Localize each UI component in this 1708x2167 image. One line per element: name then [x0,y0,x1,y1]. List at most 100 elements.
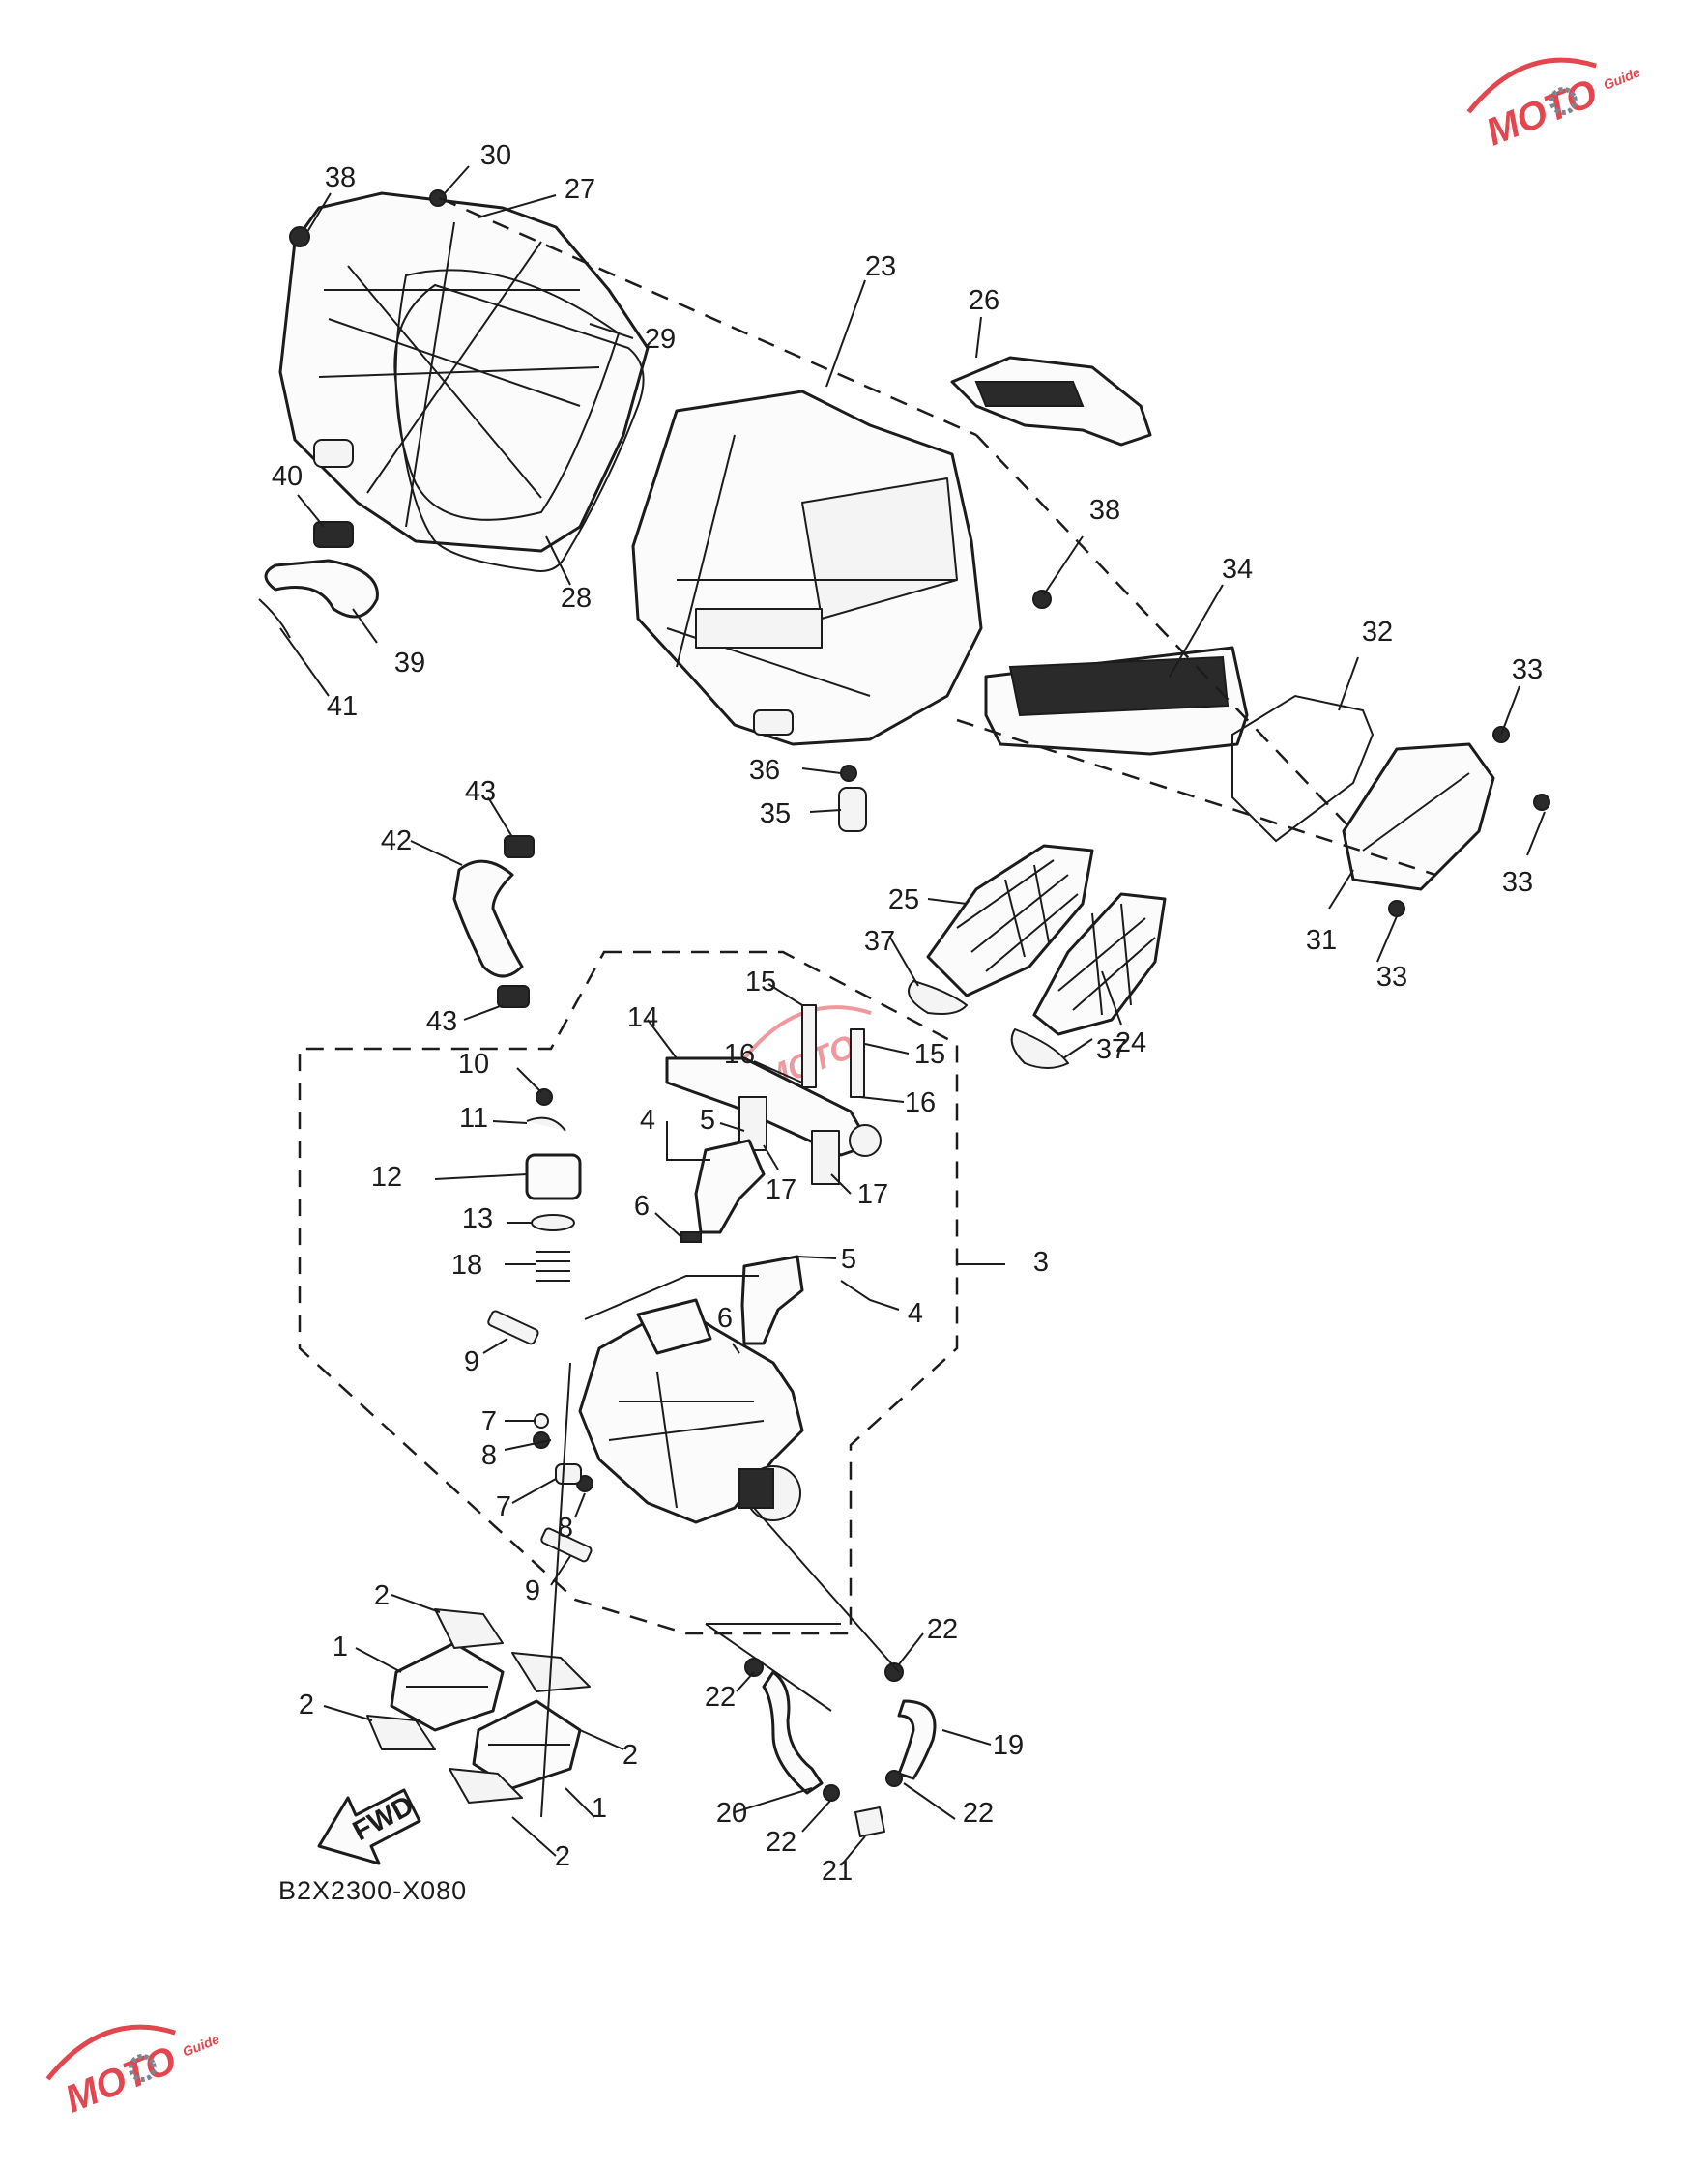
part-label-15a: 15 [745,967,776,997]
part-label-39: 39 [394,648,425,679]
oring-13 [531,1214,575,1231]
part-label-33a: 33 [1512,654,1543,685]
watermark-tagline: Guide [180,2031,221,2060]
swoosh-icon [45,2024,176,2081]
funnel-gasket-37a [908,980,968,1015]
part-label-33c: 33 [1376,962,1407,993]
throttle-body-drawing [533,1298,804,1524]
part-label-27: 27 [565,174,595,205]
part-label-25: 25 [888,884,919,915]
leader-lines [279,165,1546,1866]
airbox-cover-drawing [278,191,650,553]
part-label-36: 36 [749,755,780,786]
velocity-stack-25-drawing [926,844,1094,997]
part-label-20: 20 [716,1798,747,1829]
part-label-22a: 22 [927,1614,958,1645]
funnel-gasket-37b [1010,1028,1069,1069]
part-label-5a: 5 [700,1105,715,1136]
bolt-15a [801,1004,817,1088]
part-label-42: 42 [381,825,412,856]
part-label-38b: 38 [1089,495,1120,526]
part-label-1b: 1 [592,1793,607,1824]
cover-nipple [313,439,354,468]
part-label-4a: 4 [640,1105,655,1136]
part-label-1a: 1 [333,1632,348,1662]
part-label-29: 29 [645,324,676,355]
part-label-19: 19 [993,1730,1024,1761]
part-label-3: 3 [1033,1247,1049,1278]
nipple-35-drawing [838,787,867,832]
gasket-32-drawing [1231,694,1375,843]
part-label-7a: 7 [481,1406,497,1437]
velocity-stack-24-drawing [1032,892,1167,1036]
part-label-4b: 4 [908,1298,923,1329]
part-label-13: 13 [462,1203,493,1234]
part-label-9b: 9 [525,1575,540,1606]
part-label-16b: 16 [905,1087,936,1118]
part-label-17a: 17 [766,1174,796,1205]
part-label-43a: 43 [465,776,496,807]
part-label-7b: 7 [496,1491,511,1522]
part-label-22d: 22 [766,1827,796,1858]
part-drawings: FWD [258,189,1550,1865]
part-label-28: 28 [561,583,592,614]
fuel-rail-drawing [665,1004,882,1185]
part-label-2c: 2 [622,1740,638,1771]
watermark-top-right: MOTO Guide [1466,57,1642,154]
part-label-2a: 2 [374,1580,390,1611]
drain-nipple [753,709,794,736]
part-label-9a: 9 [464,1346,479,1377]
part-label-10: 10 [458,1049,489,1080]
watermark-bottom-left: MOTO Guide [45,2024,221,2121]
vacuum-hoses-drawing [744,1658,937,1837]
part-label-23: 23 [865,251,896,282]
throttle-assembly-boundary [298,950,959,1635]
part-label-37a: 37 [864,926,895,957]
clip-36-drawing [840,765,857,782]
part-label-14: 14 [627,1002,658,1033]
element-cover-31-drawing [1342,742,1495,891]
part-label-38: 38 [325,162,356,193]
part-label-30: 30 [480,140,511,171]
part-label-2d: 2 [555,1841,570,1872]
assembly-boundaries [298,196,1436,1635]
sensor-12-drawing [525,1088,582,1282]
injector-upper-drawing [680,1139,766,1243]
part-label-32: 32 [1362,617,1393,648]
intake-duct-26-drawing [950,356,1152,447]
part-label-15b: 15 [914,1039,945,1070]
part-label-43b: 43 [426,1006,457,1037]
part-label-6b: 6 [717,1303,733,1334]
part-label-11: 11 [459,1103,488,1134]
part-label-22b: 22 [705,1682,736,1713]
airbox-dashdot-line [439,196,1436,877]
part-label-5b: 5 [841,1244,856,1275]
breather-hose-39-drawing [258,521,379,639]
gasket-28-drawing [393,283,645,572]
watermark-tagline: Guide [1601,64,1642,93]
screw-set-9-drawing [487,1310,593,1563]
part-label-26: 26 [969,285,999,316]
part-label-41: 41 [327,691,358,722]
part-label-18: 18 [451,1250,482,1281]
intake-joints-drawing [366,1608,591,1804]
part-label-34: 34 [1222,554,1253,585]
part-label-40: 40 [272,461,303,492]
part-label-35: 35 [760,798,791,829]
air-filter-34-drawing [984,646,1249,756]
drawing-number: B2X2300-X080 [278,1876,467,1905]
airbox-case-23-drawing [631,390,983,746]
forward-arrow-icon: FWD [317,1788,421,1865]
part-label-12: 12 [371,1162,402,1193]
part-label-8b: 8 [558,1513,573,1544]
part-label-2b: 2 [299,1690,314,1720]
bolt-15b [850,1028,865,1098]
holder-11 [526,1116,566,1132]
part-label-6a: 6 [634,1191,650,1222]
hose-42-drawing [452,835,535,1008]
part-label-24: 24 [1115,1027,1146,1058]
part-labels: 38 30 27 23 26 29 40 38 34 28 32 39 33 4… [272,140,1543,1887]
part-label-17b: 17 [857,1179,888,1210]
part-label-22c: 22 [963,1798,994,1829]
